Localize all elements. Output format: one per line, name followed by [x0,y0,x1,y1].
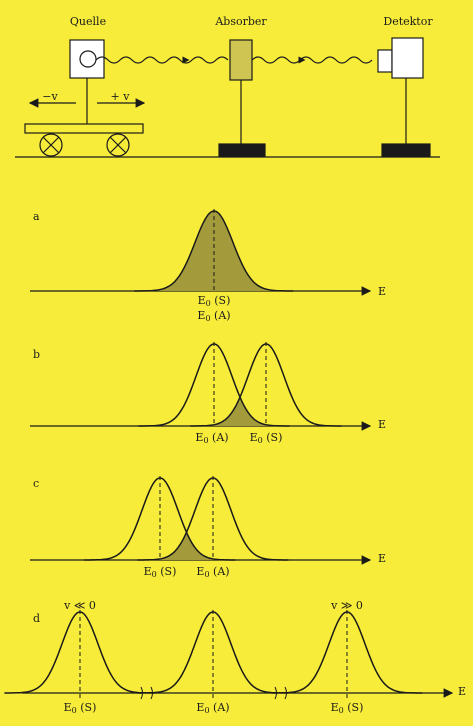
panel-c-letter: c [33,477,40,490]
panel-c-label-absorber: E0 (A) [196,565,230,580]
panel-b-label-absorber: E0 (A) [195,431,229,446]
cart-platform [24,123,144,134]
panel-d-label-right: E0 (S) [330,701,364,716]
resonance-overlap-area [204,397,276,426]
absorber-base [218,143,266,157]
panel-d-letter: d [33,612,41,625]
panel-d-label-left: E0 (S) [63,701,97,716]
panel-a-label-source: E0 (S) [197,294,231,309]
cart-wheel-left [39,133,63,157]
panel-d-plot [4,610,454,700]
cart-wheel-right [106,133,130,157]
resonance-overlap-area [150,533,223,560]
detector-label: Detektor [383,15,433,28]
panel-a-label-absorber: E0 (A) [197,309,231,324]
panel-c-axis-label: E [378,552,387,565]
panel-d-label-mid: E0 (A) [196,701,230,716]
panel-a-letter: a [33,210,40,223]
apparatus [15,37,440,158]
source-circle [79,50,97,68]
panel-b-plot [30,342,372,431]
panel-b-axis-label: E [378,418,387,431]
gamma-wave-1 [95,56,229,64]
detector-base [381,143,431,157]
panel-b-letter: b [33,348,41,361]
panel-c-plot [30,476,372,565]
plus-v-label: + v [110,90,130,103]
panel-a-plot [30,209,372,296]
source-label: Quelle [69,15,107,28]
detector-window [377,49,393,73]
detector-box [391,37,424,79]
panel-d-v-left: v ≪ 0 [64,599,96,612]
panel-d-axis-label: E [458,685,467,698]
absorber-box [229,39,253,81]
panel-d-v-right: v ≫ 0 [331,599,363,612]
panel-c-label-source: E0 (S) [143,565,177,580]
panel-b-label-source: E0 (S) [249,431,283,446]
panel-a-axis-label: E [378,285,387,298]
absorber-label: Absorber [215,15,267,28]
gamma-wave-2 [251,56,373,64]
minus-v-label: −v [42,90,58,103]
